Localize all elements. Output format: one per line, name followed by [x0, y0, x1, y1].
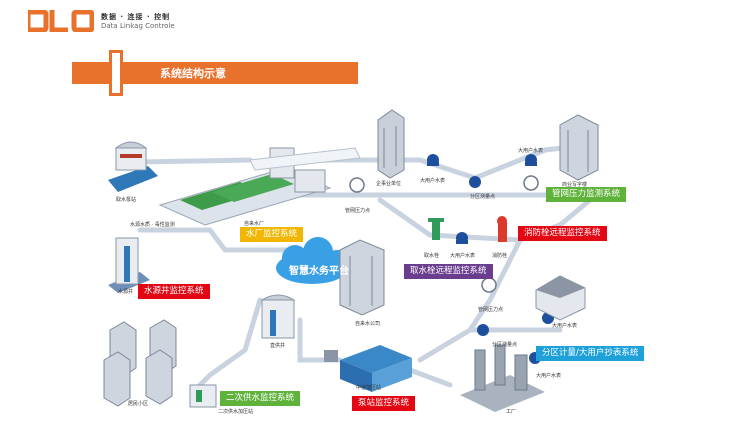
pump-station-graphic	[324, 345, 412, 392]
caption-water-source: 水源水质 · 毒性监测	[130, 222, 175, 228]
caption-zone-point-2: 分区测量点	[492, 342, 518, 348]
caption-plant: 自来水厂	[244, 221, 265, 227]
caption-hydrant-valve: 取水栓	[424, 253, 440, 259]
secondary-supply-station-graphic	[189, 384, 217, 408]
caption-big-meter-2: 大用户水表	[518, 148, 544, 154]
section-title: 系统结构示意	[160, 67, 226, 80]
pressure-gauges	[349, 175, 539, 293]
caption-zone-point: 分区测量点	[470, 194, 496, 200]
section-title-bar	[72, 62, 358, 84]
caption-enterprise: 企事业单位	[376, 181, 402, 187]
caption-big-meter-3: 大用户水表	[450, 253, 476, 259]
label-secondary-supply-system: 二次供水监控系统	[220, 391, 301, 406]
brand-tagline-en: Data Linkag Controle	[101, 22, 175, 30]
caption-big-meter-4: 大用户水表	[552, 323, 578, 329]
label-source-well-system: 水源井监控系统	[138, 284, 210, 299]
caption-company: 自来水公司	[355, 321, 381, 327]
direct-supply-pool-graphic	[260, 294, 296, 339]
villa-graphic	[535, 275, 586, 321]
caption-big-meter-5: 大用户水表	[536, 373, 562, 379]
label-pipe-pressure-system: 管网压力监测系统	[546, 187, 627, 202]
caption-fire-hydrant: 消防栓	[492, 253, 508, 259]
water-company-building-graphic	[339, 239, 385, 316]
caption-well: 水源井	[118, 289, 134, 295]
factory-graphic	[460, 344, 545, 412]
label-pump-station-system: 泵站监控系统	[352, 396, 416, 411]
caption-office: 商业写字楼	[562, 182, 588, 188]
label-water-plant-system: 水厂监控系统	[240, 227, 304, 242]
label-hydrant-system: 消防栓远程监控系统	[518, 226, 607, 241]
section-title-bracket	[109, 50, 123, 96]
source-well-graphic	[108, 237, 150, 293]
office-tower-graphic	[559, 114, 599, 181]
hydrants	[428, 216, 507, 242]
label-district-metering-system: 分区计量/大用户抄表系统	[536, 346, 645, 361]
caption-pressure-point: 管网压力点	[345, 208, 371, 214]
label-hydrant-water-system: 取水栓远程监控系统	[404, 264, 493, 279]
enterprise-building-graphic	[377, 109, 405, 179]
caption-pump: 中途加压站	[356, 385, 382, 391]
residential-buildings-graphic	[103, 319, 177, 407]
caption-pool: 直供井	[270, 343, 286, 349]
intake-pump-station-graphic	[108, 141, 158, 192]
caption-big-meter: 大用户水表	[420, 178, 446, 184]
caption-residential: 居民小区	[128, 401, 149, 407]
caption-pressure-point-2: 管网压力点	[478, 307, 504, 313]
platform-label: 智慧水务平台	[289, 266, 349, 277]
olo-logo	[28, 10, 94, 32]
caption-intake: 取水泵站	[116, 197, 137, 203]
caption-factory: 工厂	[506, 409, 517, 415]
caption-secondary-station: 二次供水加压站	[218, 409, 254, 415]
brand-tagline-cn: 数据 · 连接 · 控制	[101, 13, 171, 21]
water-plant-graphic	[158, 147, 361, 226]
